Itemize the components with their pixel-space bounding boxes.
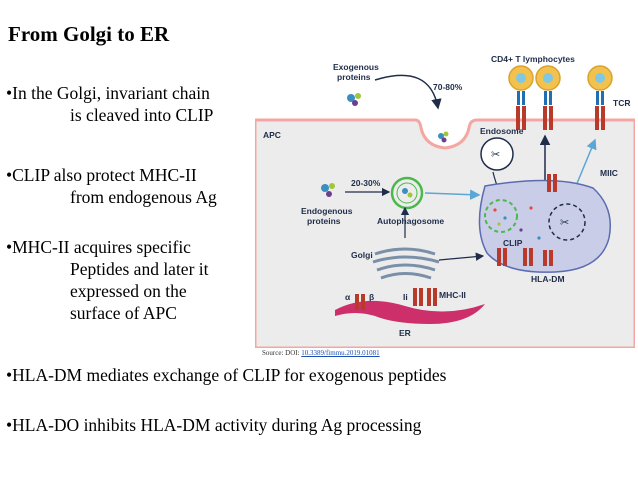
bullet-line: expressed on the xyxy=(70,281,187,301)
peptide-dots xyxy=(493,206,541,240)
ii-label: Ii xyxy=(403,292,408,302)
antigen-processing-figure: Exogenous proteins 70-80% APC TCR CD4+ T… xyxy=(255,48,635,348)
miic-label: MIIC xyxy=(600,168,618,178)
bullet-line: Peptides and later it xyxy=(70,259,209,279)
tcr-label: TCR xyxy=(613,98,630,108)
endogenous-label: Endogenous xyxy=(301,206,353,216)
bullet-line: •In the Golgi, invariant chain xyxy=(6,83,210,103)
endosome-label: Endosome xyxy=(480,126,524,136)
endocytosed-protein xyxy=(438,131,449,143)
figure-source: Source: DOI: 10.3389/fimmu.2019.01081 xyxy=(262,349,380,357)
endosome xyxy=(480,137,514,171)
exogenous-label: proteins xyxy=(337,72,371,82)
alpha-label: α xyxy=(345,292,351,302)
bullet-line: surface of APC xyxy=(70,303,177,323)
er-membrane xyxy=(335,300,485,324)
source-doi-link[interactable]: 10.3389/fimmu.2019.01081 xyxy=(301,349,380,357)
pct-endogenous: 20-30% xyxy=(351,178,381,188)
bullet-line: •CLIP also protect MHC-II xyxy=(6,165,197,185)
hla-dm-label: HLA-DM xyxy=(531,274,565,284)
beta-label: β xyxy=(369,292,374,302)
surface-mhc-ii-receptors xyxy=(516,106,605,130)
bullet-line: •HLA-DO inhibits HLA-DM activity during … xyxy=(6,415,422,435)
cd4-label: CD4+ T lymphocytes xyxy=(491,54,575,64)
exogenous-label: Exogenous xyxy=(333,62,379,72)
bullet-line: •MHC-II acquires specific xyxy=(6,237,191,257)
bullet-hla-do: •HLA-DO inhibits HLA-DM activity during … xyxy=(6,414,421,436)
endogenous-label: proteins xyxy=(307,216,341,226)
pct-exogenous: 70-80% xyxy=(433,82,463,92)
golgi-label: Golgi xyxy=(351,250,373,260)
golgi-apparatus xyxy=(372,247,440,280)
endogenous-protein-icon xyxy=(321,183,335,197)
source-prefix: Source: DOI: xyxy=(262,349,302,357)
figure-diagram: Exogenous proteins 70-80% APC TCR CD4+ T… xyxy=(255,54,635,348)
er-mhc-ii xyxy=(355,288,437,310)
hla-dm-molecules xyxy=(497,248,553,266)
t-lymphocyte-2 xyxy=(535,65,561,105)
t-lymphocyte-1 xyxy=(508,65,534,105)
exogenous-protein-icon xyxy=(347,93,361,106)
scissors-icon: ✂ xyxy=(560,217,569,229)
apc-label: APC xyxy=(263,130,281,140)
bullet-invariant-chain: •In the Golgi, invariant chain is cleave… xyxy=(6,82,213,126)
slide-title: From Golgi to ER xyxy=(8,22,170,46)
mhc-ii-label: MHC-II xyxy=(439,290,466,300)
scissors-icon: ✂ xyxy=(491,149,500,161)
er-label: ER xyxy=(399,328,411,338)
t-lymphocyte-3 xyxy=(587,65,613,105)
apc-cell-body xyxy=(255,118,635,348)
bullet-clip-protect: •CLIP also protect MHC-II from endogenou… xyxy=(6,164,217,208)
bullet-mhc-acquires: •MHC-II acquires specific Peptides and l… xyxy=(6,236,209,324)
bullet-line: •HLA-DM mediates exchange of CLIP for ex… xyxy=(6,365,447,385)
autophagosome-label: Autophagosome xyxy=(377,216,444,226)
clip-label: CLIP xyxy=(503,238,523,248)
bullet-line: from endogenous Ag xyxy=(70,187,217,207)
bullet-line: is cleaved into CLIP xyxy=(70,105,214,125)
bullet-hla-dm: •HLA-DM mediates exchange of CLIP for ex… xyxy=(6,364,446,386)
